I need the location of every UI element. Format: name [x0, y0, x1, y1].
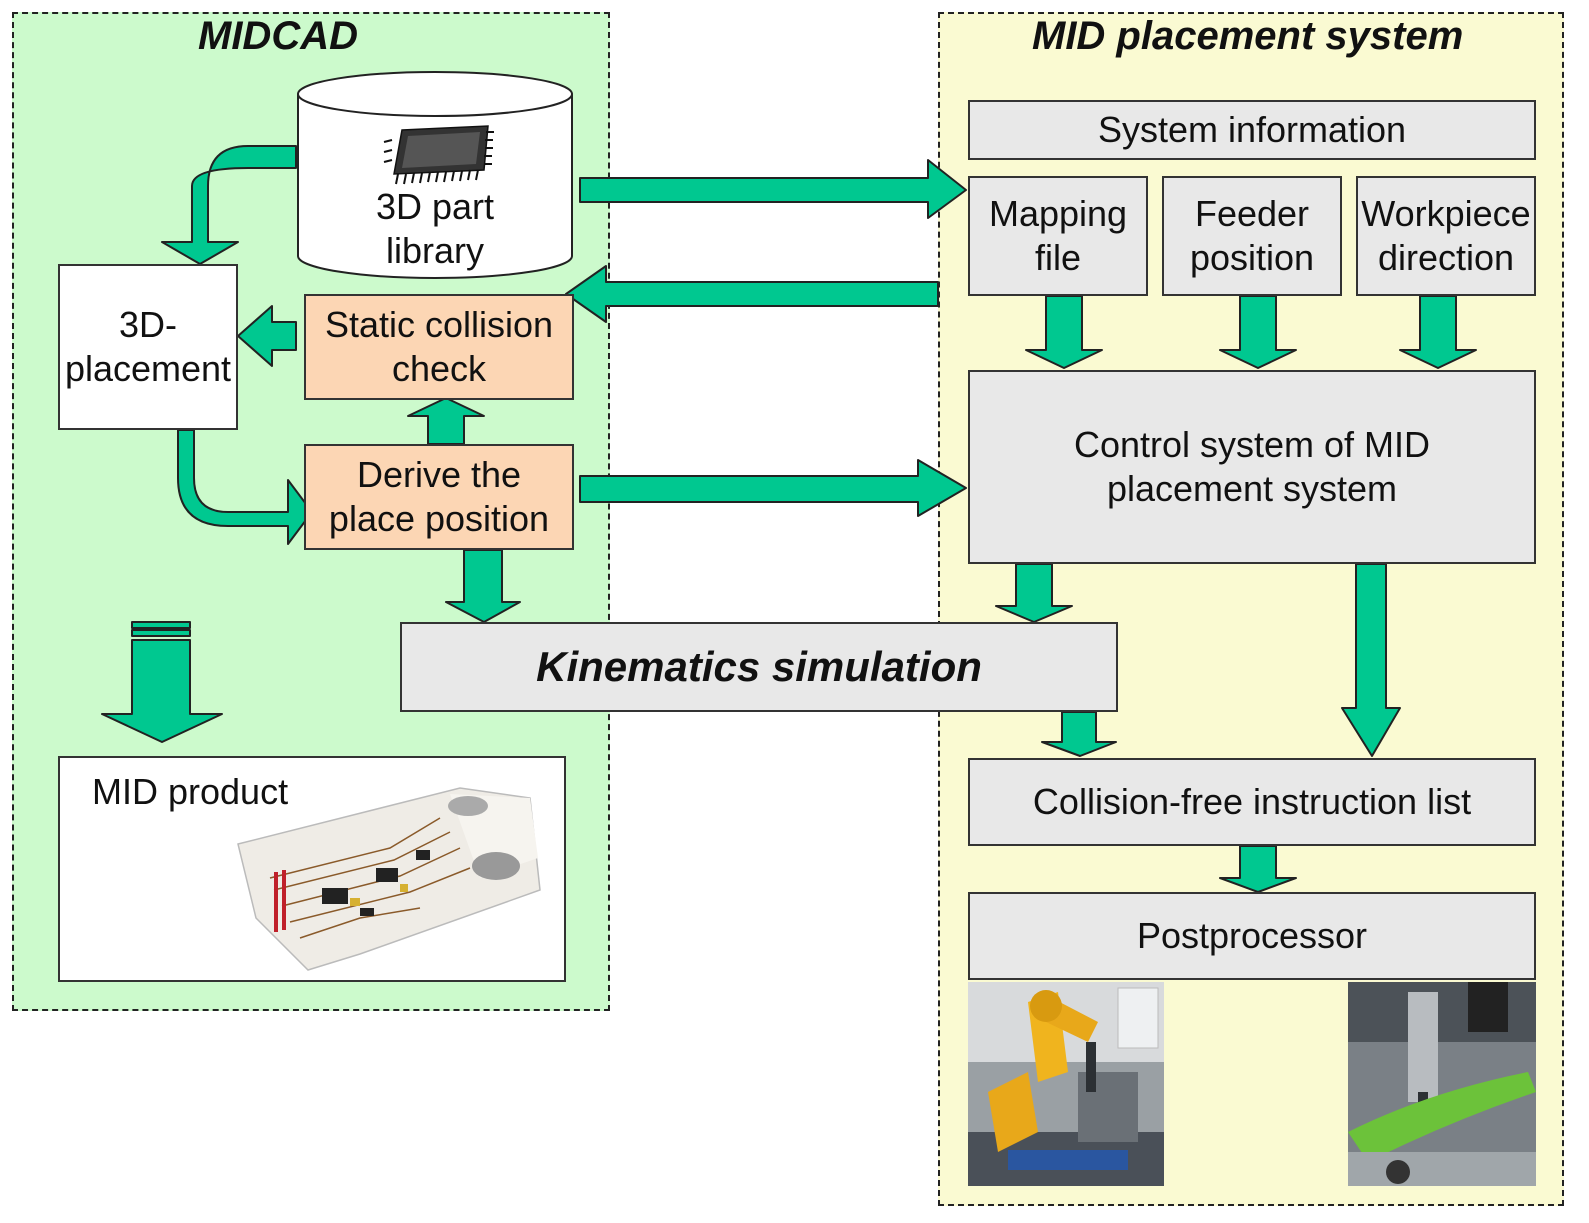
arrow-placement-to-derive	[177, 429, 313, 545]
derive-place-position-box: Derive the place position	[304, 444, 574, 550]
3d-placement-box: 3D- placement	[58, 264, 238, 430]
arrow-derive-to-check	[407, 397, 485, 445]
arrow-instruction-to-postprocessor	[1219, 845, 1297, 893]
arrow-control-to-instruction	[1341, 563, 1401, 757]
kinematics-simulation-box: Kinematics simulation	[400, 622, 1118, 712]
arrow-workpiece-to-control	[1399, 295, 1477, 369]
collision-free-instruction-list-box: Collision-free instruction list	[968, 758, 1536, 846]
3d-part-library-cylinder	[297, 71, 573, 279]
robot-arm-photo	[968, 982, 1164, 1186]
3d-part-library-label: 3D part library	[375, 186, 495, 271]
arrow-library-to-system	[579, 159, 967, 219]
arrow-check-to-placement	[237, 305, 297, 367]
mapping-file-box: Mapping file	[968, 176, 1148, 296]
mid-product-box: MID product	[58, 756, 566, 982]
arrow-library-to-placement	[161, 145, 297, 265]
mid-product-label: MID product	[92, 771, 289, 812]
arrow-product-bar-1	[131, 621, 191, 629]
arrow-mapping-to-control	[1025, 295, 1103, 369]
mid-product-image	[237, 787, 541, 971]
arrow-feeder-to-control	[1219, 295, 1297, 369]
system-information-box: System information	[968, 100, 1536, 160]
arrow-derive-to-control	[579, 459, 967, 517]
chip-icon	[383, 125, 494, 185]
arrow-control-to-kinematics	[995, 563, 1073, 623]
gripper-photo	[1348, 982, 1536, 1186]
arrow-system-to-check	[565, 265, 939, 323]
arrow-to-mid-product	[101, 639, 223, 743]
arrow-product-bar-2	[131, 629, 191, 637]
mid-placement-system-title: MID placement system	[1032, 14, 1464, 58]
feeder-position-box: Feeder position	[1162, 176, 1342, 296]
static-collision-check-box: Static collision check	[304, 294, 574, 400]
midcad-title: MIDCAD	[198, 14, 358, 58]
workpiece-direction-box: Workpiece direction	[1356, 176, 1536, 296]
arrow-kinematics-to-instruction	[1041, 711, 1117, 757]
postprocessor-box: Postprocessor	[968, 892, 1536, 980]
arrow-derive-to-kinematics	[445, 549, 521, 623]
control-system-box: Control system of MID placement system	[968, 370, 1536, 564]
